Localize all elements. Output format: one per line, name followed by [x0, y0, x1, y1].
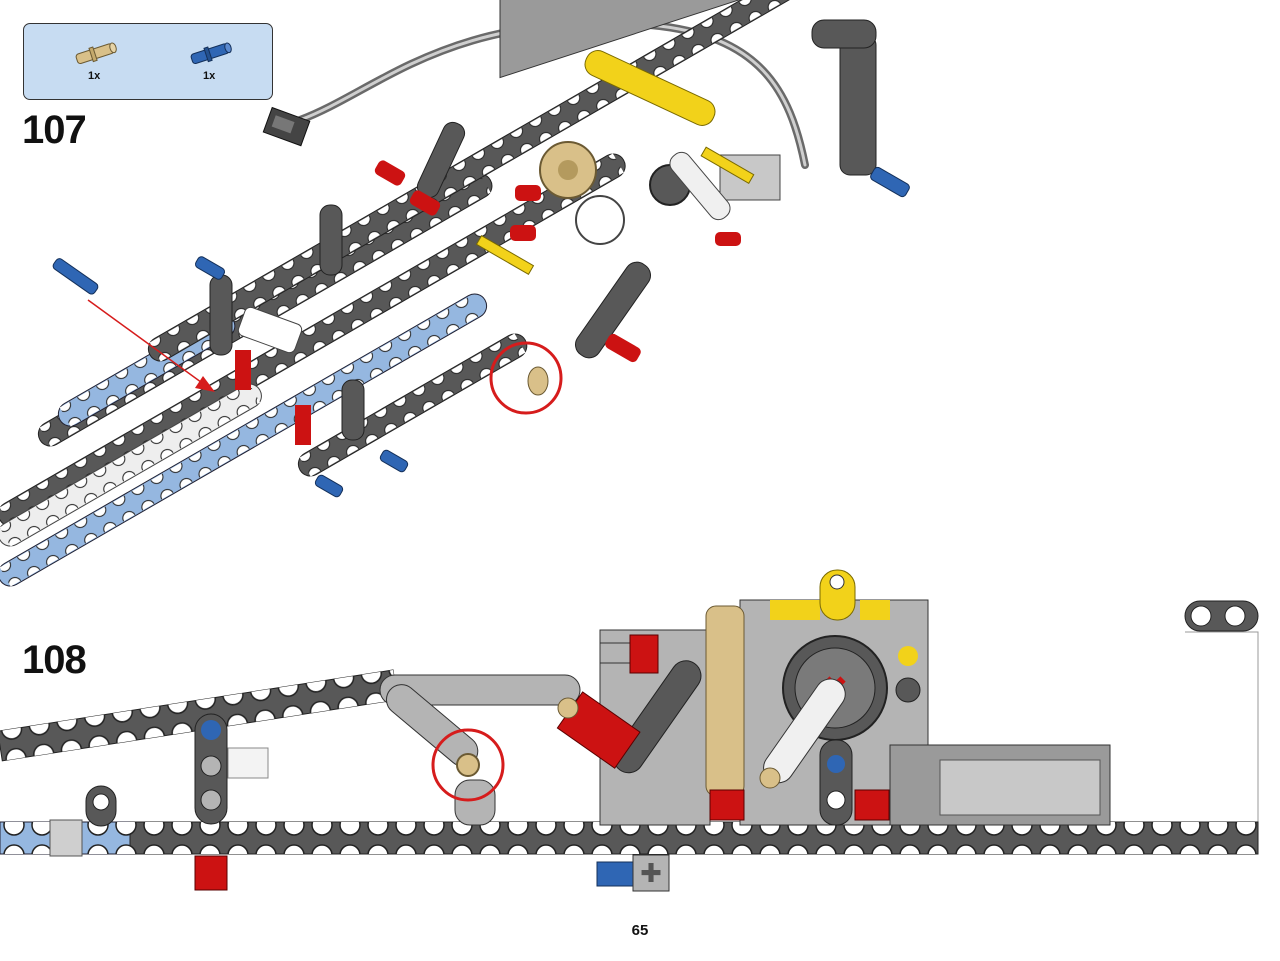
page-number: 65	[631, 922, 649, 939]
tan-axle-pin-part: 1x	[64, 34, 124, 89]
top-right-beam	[1184, 600, 1259, 632]
angled-connector	[237, 306, 303, 354]
uprights	[209, 19, 877, 441]
gear-mechanism: ✖ ✚	[556, 569, 1111, 892]
parts-callout-box: 1x 1x	[23, 23, 273, 100]
tan-axle-pin-quantity: 1x	[88, 70, 101, 82]
callout-circle-108	[431, 728, 505, 802]
blue-axle-pin-icon	[190, 42, 232, 65]
insertion-arrow	[87, 299, 215, 392]
vertical-posts	[85, 713, 496, 891]
tan-axle-pin-icon	[75, 42, 117, 65]
step-number-108: 108	[22, 638, 87, 682]
blue-axle-pin-quantity: 1x	[203, 70, 216, 82]
bottom-main-beam	[0, 819, 1259, 857]
frame-outline	[1185, 631, 1259, 850]
svg-text:✚: ✚	[640, 858, 662, 888]
tan-pin-placed-108	[456, 753, 480, 777]
blue-pins	[52, 166, 910, 498]
blue-axle-pin-part: 1x	[179, 34, 239, 89]
callout-circle-107	[489, 341, 563, 415]
red-pins	[235, 160, 741, 445]
step-number-107: 107	[22, 108, 87, 152]
cable-connector	[262, 106, 311, 147]
gray-lever	[379, 674, 581, 767]
frame-beams	[0, 0, 811, 587]
gearbox	[475, 0, 781, 276]
tan-pin-placed	[527, 366, 549, 396]
